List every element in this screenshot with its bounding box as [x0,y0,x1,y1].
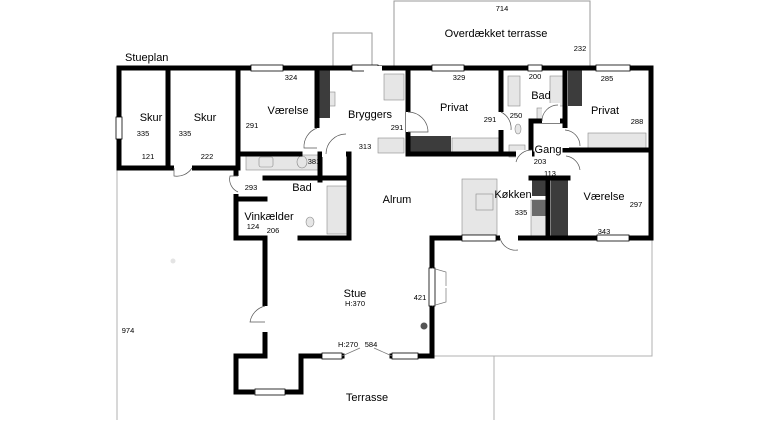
dim-gang-width: 113 [544,169,556,178]
dim-bad1-width: 200 [529,72,542,81]
dim-door-height: H:270 [338,340,358,349]
dimension-labels: 714 232 324 329 200 285 335 121 335 222 … [122,4,644,349]
room-label-alrum: Alrum [383,194,412,206]
dim-vaerelse1-width: 324 [285,73,298,82]
dim-bad1-depth: 250 [510,111,523,120]
stue-height-label: H:370 [345,299,365,308]
room-label-bryggers: Bryggers [348,109,393,121]
walls [116,65,654,395]
dim-privat1-width: 329 [453,73,466,82]
dim-bad2-depth: 293 [245,183,258,192]
dim-vaerelse1-depth: 291 [246,121,259,130]
dim-privat2-width: 285 [601,74,614,83]
cabinets [317,70,582,236]
dim-terrace-width: 714 [496,4,509,13]
dim-privat1-depth: 291 [484,115,497,124]
plan-title: Stueplan [125,52,168,64]
dim-stue-width: 584 [365,340,378,349]
terrace-outline [116,169,653,420]
doors [173,66,581,357]
dim-bryggers-width: 381 [308,157,321,166]
room-label-privat-2: Privat [591,105,619,117]
dim-skur1-width: 121 [142,152,155,161]
dim-alrum-width: 313 [359,142,372,151]
room-label-bad-1: Bad [531,90,551,102]
room-label-skur-1: Skur [140,112,163,124]
dim-privat2-depth: 288 [631,117,644,126]
room-label-overdaekket-terrasse: Overdækket terrasse [445,28,548,40]
dim-koekken-depth: 335 [515,208,528,217]
dim-vinkaelder-width: 206 [267,226,280,235]
dim-skur2-width: 222 [201,152,214,161]
room-label-privat-1: Privat [440,102,468,114]
room-label-vaerelse-1: Værelse [268,105,309,117]
covered-terrace-outline [332,0,591,68]
dim-vaerelse2-width: 343 [598,227,611,236]
dim-bryggers-depth: 291 [391,123,404,132]
dim-stue-depth: 421 [414,293,427,302]
dim-vinkaelder-depth: 124 [247,222,260,231]
dim-skur2-depth: 335 [179,129,192,138]
column-icon [420,322,428,330]
dim-terrace-depth: 232 [574,44,587,53]
room-label-stue: Stue [344,288,367,300]
room-label-vinkaelder: Vinkælder [244,211,294,223]
fixtures [245,73,647,237]
room-label-vaerelse-2: Værelse [584,191,625,203]
room-label-terrasse: Terrasse [346,392,388,404]
outdoor-light-icon [170,258,176,264]
room-label-gang: Gang [535,144,562,156]
room-label-bad-2: Bad [292,182,312,194]
dim-gang-depth: 203 [534,157,547,166]
dim-vaerelse2-depth: 297 [630,200,643,209]
dim-skur1-depth: 335 [137,129,150,138]
dim-terrasse-depth: 974 [122,326,135,335]
room-label-koekken: Køkken [494,189,531,201]
room-label-skur-2: Skur [194,112,217,124]
